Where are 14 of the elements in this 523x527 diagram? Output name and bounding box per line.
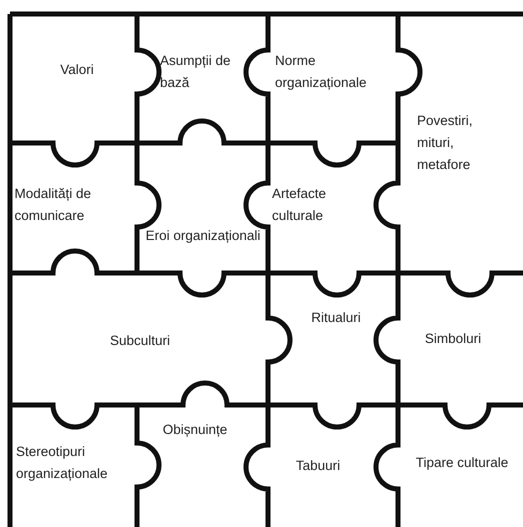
puzzle-piece-label: Eroi organizaționali [146,225,260,247]
puzzle-piece-label: Povestiri, mituri, metafore [417,110,507,176]
puzzle-piece-label: Norme organizaționale [275,50,405,94]
puzzle-piece-label: Artefacte culturale [272,183,372,227]
puzzle-piece-label: Obișnuințe [162,419,228,441]
puzzle-piece-label: Tipare culturale [416,452,508,474]
puzzle-piece-label: Simboluri [424,328,482,350]
puzzle-piece-label: Valori [60,59,94,81]
puzzle-piece-label: Stereotipuri organizaționale [16,441,136,485]
puzzle-piece-label: Modalități de comunicare [14,183,140,227]
puzzle-piece-label: Subculturi [110,330,170,352]
puzzle-piece-label: Ritualuri [311,307,361,329]
puzzle-piece-label: Tabuuri [296,455,340,477]
puzzle-piece-label: Asumpții de bază [160,50,250,94]
